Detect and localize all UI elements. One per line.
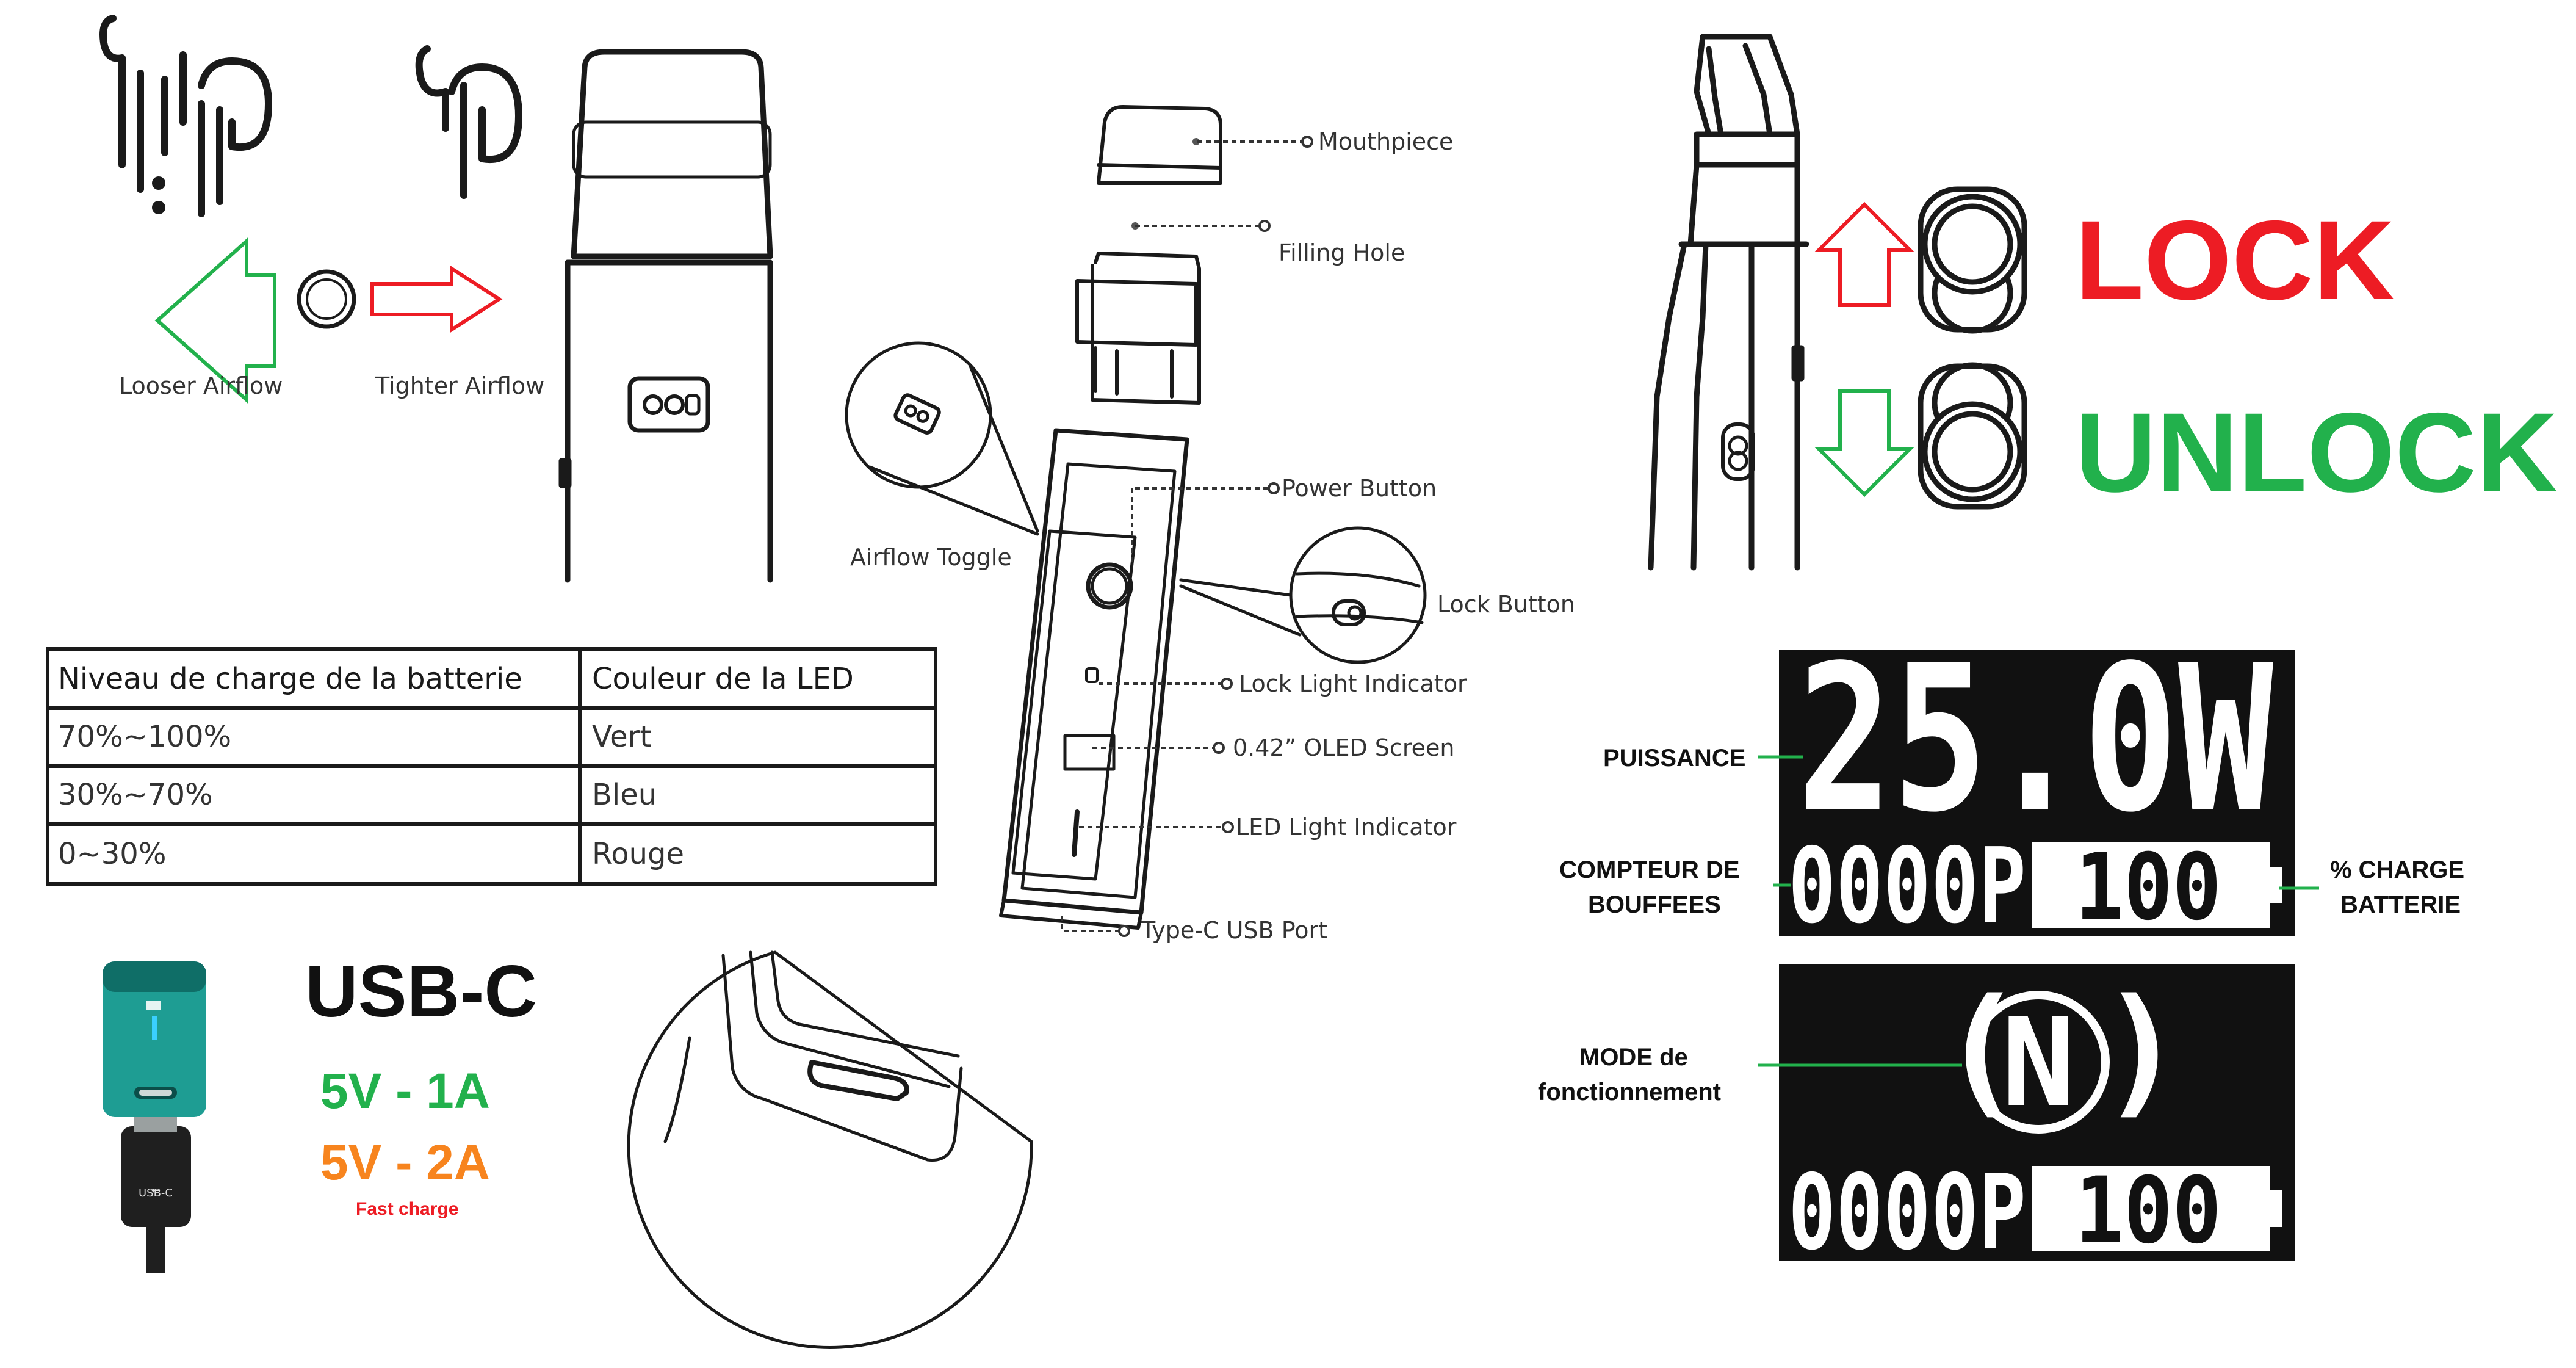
screen-puff-count: 0000P — [1788, 826, 2026, 947]
oled-screen-mode: ( ) N 0000P 100 — [1779, 964, 2295, 1273]
looser-arrow-icon — [154, 237, 276, 404]
table-cell-color-1: Vert — [592, 720, 651, 754]
airflow-toggle-zoom — [845, 341, 1039, 536]
leader-end-dots — [1118, 136, 1313, 937]
table-cell-level-1: 70%~100% — [58, 720, 231, 754]
screen-battery-block-2 — [2032, 1166, 2270, 1251]
lock-button-label: Lock Button — [1437, 591, 1575, 618]
power-button-label: Power Button — [1282, 475, 1437, 502]
mode-label-line1: MODE de — [1579, 1044, 1688, 1071]
exploded-leaders — [1061, 140, 1306, 932]
mode-label-line2: fonctionnement — [1538, 1079, 1721, 1106]
usb-device-photo: ⭠ — [103, 961, 206, 1273]
lock-switch-icon — [1918, 186, 2027, 334]
usb-plug-label: USB-C — [139, 1187, 173, 1200]
compteur-label-line1: COMPTEUR DE — [1559, 856, 1740, 883]
screen-mode-value: N — [2002, 992, 2075, 1134]
puissance-label: PUISSANCE — [1603, 745, 1745, 772]
device-side-view — [1648, 34, 1809, 571]
svg-text:(: ( — [1939, 969, 2024, 1132]
table-cell-color-3: Rouge — [592, 837, 684, 871]
table-cell-level-2: 30%~70% — [58, 778, 213, 812]
unlock-down-arrow-icon — [1814, 389, 1915, 498]
lock-button-zoom — [1179, 526, 1427, 664]
svg-text:): ) — [2099, 969, 2184, 1132]
screen-puff-count-2: 0000P — [1788, 1153, 2026, 1273]
mouthpiece-part — [1097, 105, 1222, 185]
screen-leaders — [1758, 755, 2319, 1067]
looser-airflow-label: Looser Airflow — [119, 372, 283, 399]
usb-port-label: Type-C USB Port — [1141, 917, 1327, 944]
charge-label-line2: BATTERIE — [2340, 891, 2461, 918]
table-header-color: Couleur de la LED — [592, 662, 854, 696]
table-header-level: Niveau de charge de la batterie — [58, 662, 522, 696]
lock-light-label: Lock Light Indicator — [1239, 670, 1467, 697]
charge-label-line1: % CHARGE — [2330, 856, 2464, 883]
airflow-strong-icon — [99, 15, 272, 217]
tighter-arrow-icon — [370, 265, 503, 333]
mouthpiece-label: Mouthpiece — [1318, 128, 1453, 155]
unlock-switch-icon — [1918, 362, 2027, 510]
screen-power-value: 25.0W — [1797, 622, 2275, 856]
spec-1a: 5V - 1A — [320, 1063, 490, 1119]
unlock-text: UNLOCK — [2075, 390, 2558, 516]
airflow-toggle-icon — [297, 269, 356, 329]
lock-text: LOCK — [2075, 198, 2395, 324]
screen-battery-value-2: 100 — [2075, 1158, 2221, 1264]
table-cell-color-2: Bleu — [592, 778, 657, 812]
tighter-airflow-label: Tighter Airflow — [375, 372, 544, 399]
cartridge-part — [1075, 222, 1201, 405]
battery-led-table: Niveau de charge de la batterie Couleur … — [46, 647, 937, 886]
fast-charge-label: Fast charge — [356, 1199, 458, 1219]
usb-port-zoom — [627, 950, 1033, 1349]
filling-hole-label: Filling Hole — [1279, 239, 1405, 266]
oled-screen-main: 25.0W 0000P 100 — [1779, 622, 2295, 947]
oled-screen-label: 0.42” OLED Screen — [1233, 734, 1454, 761]
svg-text:⭠: ⭠ — [151, 1184, 160, 1196]
battery-body-part — [999, 428, 1189, 930]
device-front-view — [558, 49, 773, 583]
usb-c-title: USB-C — [305, 950, 537, 1032]
table-cell-level-3: 0~30% — [58, 837, 166, 871]
airflow-toggle-label: Airflow Toggle — [850, 544, 1012, 571]
lock-up-arrow-icon — [1814, 201, 1915, 307]
airflow-light-icon — [415, 45, 522, 199]
screen-battery-value: 100 — [2075, 834, 2221, 941]
screen-battery-block — [2032, 842, 2270, 928]
compteur-label-line2: BOUFFEES — [1588, 891, 1721, 918]
spec-2a: 5V - 2A — [320, 1135, 490, 1190]
led-light-label: LED Light Indicator — [1236, 814, 1457, 841]
